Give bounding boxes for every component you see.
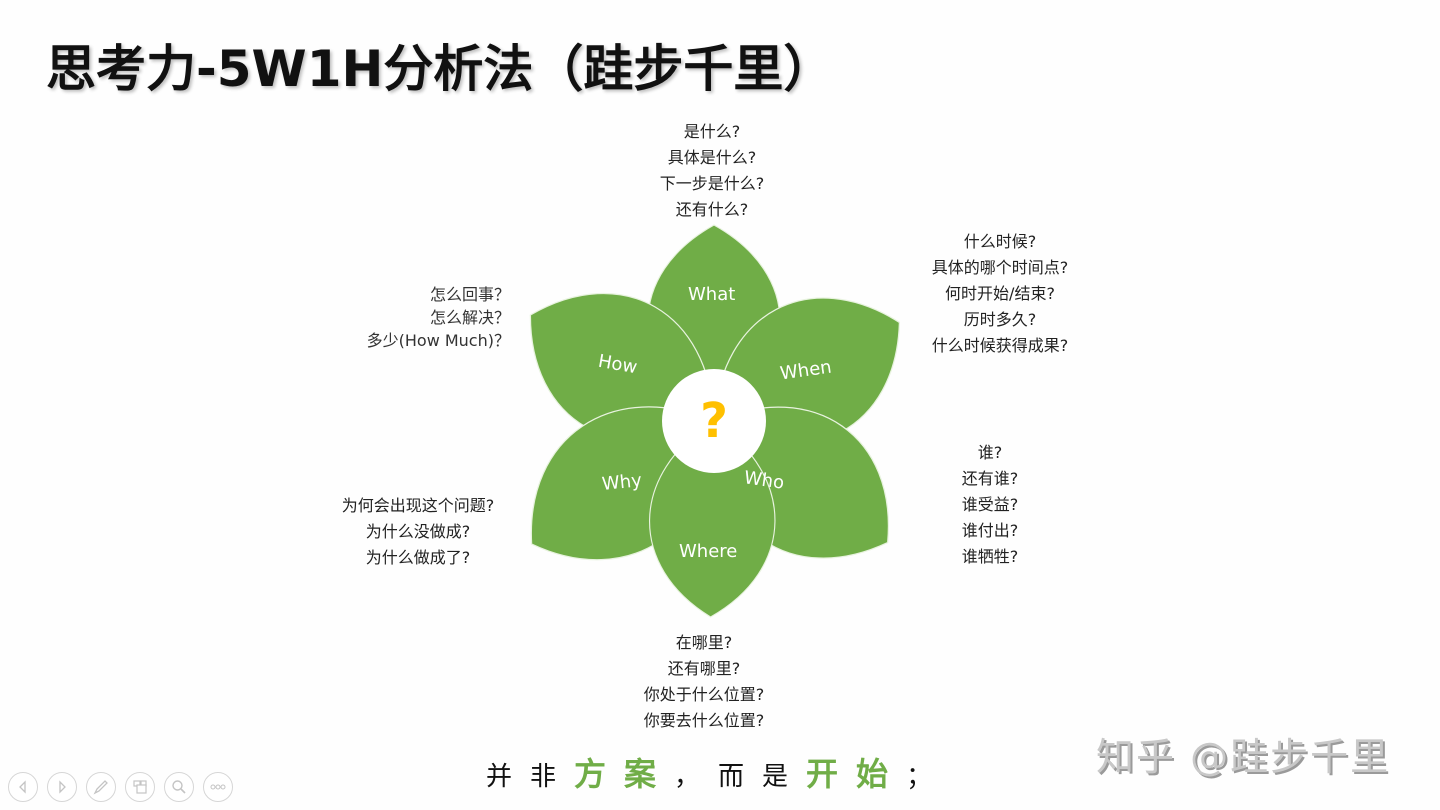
petal-label-what: What bbox=[688, 284, 736, 305]
zhihu-watermark: 知乎 @跬步千里 bbox=[1096, 735, 1391, 779]
when-questions: 什么时候? 具体的哪个时间点? 何时开始/结束? 历时多久? 什么时候获得成果? bbox=[910, 229, 1090, 359]
what-question: 还有什么? bbox=[675, 200, 749, 219]
who-question: 谁? bbox=[977, 443, 1003, 462]
who-question: 谁付出? bbox=[961, 521, 1019, 540]
center-question-mark: ? bbox=[700, 393, 728, 449]
who-question: 谁受益? bbox=[961, 495, 1019, 514]
where-question: 在哪里? bbox=[675, 633, 733, 652]
tagline-part3: ； bbox=[906, 762, 951, 792]
when-question: 历时多久? bbox=[963, 310, 1037, 329]
previous-slide-button[interactable] bbox=[8, 772, 38, 802]
why-question: 为何会出现这个问题? bbox=[341, 496, 495, 515]
tagline-part1: 并非 bbox=[486, 762, 575, 792]
why-questions: 为何会出现这个问题? 为什么没做成? 为什么做成了? bbox=[318, 493, 518, 571]
zoom-button[interactable] bbox=[164, 772, 194, 802]
when-question: 具体的哪个时间点? bbox=[931, 258, 1069, 277]
tagline-accent-start: 开始 bbox=[806, 755, 907, 793]
where-question: 你要去什么位置? bbox=[643, 711, 765, 730]
where-question: 你处于什么位置? bbox=[643, 685, 765, 704]
what-question: 具体是什么? bbox=[667, 148, 757, 167]
prev-arrow-icon bbox=[19, 780, 26, 794]
next-slide-button[interactable] bbox=[47, 772, 77, 802]
what-questions: 是什么? 具体是什么? 下一步是什么? 还有什么? bbox=[612, 119, 812, 223]
why-question: 为什么没做成? bbox=[365, 522, 471, 541]
see-all-slides-button[interactable] bbox=[125, 772, 155, 802]
when-question: 何时开始/结束? bbox=[945, 284, 1055, 303]
magnifier-icon bbox=[172, 780, 186, 794]
why-question: 为什么做成了? bbox=[365, 548, 471, 567]
next-arrow-icon bbox=[59, 780, 66, 794]
who-questions: 谁? 还有谁? 谁受益? 谁付出? 谁牺牲? bbox=[930, 440, 1050, 570]
pen-icon bbox=[93, 780, 108, 795]
who-question: 谁牺牲? bbox=[961, 547, 1019, 566]
how-question: 怎么回事？ bbox=[429, 285, 510, 304]
tagline-accent-plan: 方案 bbox=[574, 755, 675, 793]
how-question: 多少(How Much)？ bbox=[366, 331, 510, 350]
tagline-part2: ，而是 bbox=[674, 762, 807, 792]
petal-label-where: Where bbox=[679, 541, 738, 562]
slide-title: 思考力-5W1H分析法（跬步千里） bbox=[46, 40, 834, 98]
player-controls bbox=[8, 772, 233, 802]
tagline: 并非方案，而是开始； bbox=[486, 752, 950, 799]
where-questions: 在哪里? 还有哪里? 你处于什么位置? 你要去什么位置? bbox=[604, 630, 804, 734]
what-question: 下一步是什么? bbox=[659, 174, 765, 193]
who-question: 还有谁? bbox=[961, 469, 1019, 488]
what-question: 是什么? bbox=[683, 122, 741, 141]
how-question: 怎么解决？ bbox=[429, 308, 510, 327]
when-question: 什么时候? bbox=[963, 232, 1037, 251]
petal-label-why: Why bbox=[601, 469, 643, 496]
more-dots-icon bbox=[210, 784, 226, 790]
pen-tool-button[interactable] bbox=[86, 772, 116, 802]
slides-grid-icon bbox=[133, 780, 147, 794]
where-question: 还有哪里? bbox=[667, 659, 741, 678]
center-circle bbox=[662, 369, 766, 473]
how-questions: 怎么回事？ 怎么解决？ 多少(How Much)？ bbox=[340, 283, 510, 352]
more-options-button[interactable] bbox=[203, 772, 233, 802]
when-question: 什么时候获得成果? bbox=[931, 336, 1069, 355]
